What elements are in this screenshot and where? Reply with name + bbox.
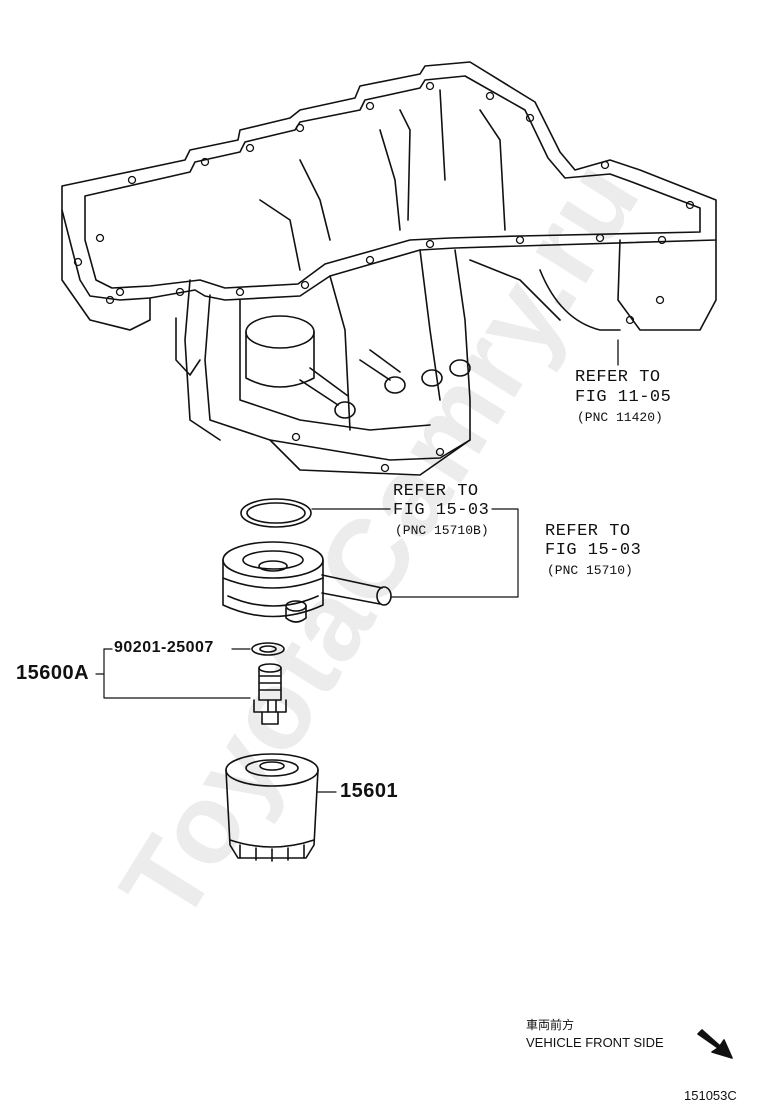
gasket-refer-line1: REFER TO [393, 482, 479, 501]
washer-part-number: 90201-25007 [114, 639, 214, 656]
gasket-refer-line2: FIG 15-03 [393, 501, 490, 520]
cooler-refer-line1: REFER TO [545, 522, 631, 541]
union-part-number: 15600A [16, 662, 90, 684]
cooler-leader-line [391, 539, 519, 598]
gasket-pnc: (PNC 15710B) [395, 523, 489, 538]
cooler-pnc: (PNC 15710) [547, 563, 633, 578]
union-leader-line [103, 648, 251, 699]
filter-part-number: 15601 [340, 780, 399, 802]
front-direction-label: VEHICLE FRONT SIDE [526, 1035, 664, 1050]
oil-pan-refer-line2: FIG 11-05 [575, 388, 672, 407]
oil-pan-illustration [61, 61, 717, 476]
oil-cooler-illustration [222, 541, 392, 623]
front-direction-japanese: 車両前方 [526, 1018, 575, 1032]
flange-bolt-holes [73, 81, 695, 473]
oil-filter-illustration [225, 753, 319, 862]
oil-pan-pnc: (PNC 11420) [577, 410, 663, 425]
oil-pan-refer-line1: REFER TO [575, 368, 661, 387]
cooler-leader-line-upper [491, 508, 519, 541]
union-bolt-illustration [253, 663, 287, 725]
o-ring-gasket-illustration [240, 498, 312, 528]
cooler-refer-line2: FIG 15-03 [545, 541, 642, 560]
figure-number: 151053C [684, 1088, 737, 1103]
front-direction-arrow-icon [697, 1029, 733, 1059]
washer-illustration [251, 642, 285, 656]
